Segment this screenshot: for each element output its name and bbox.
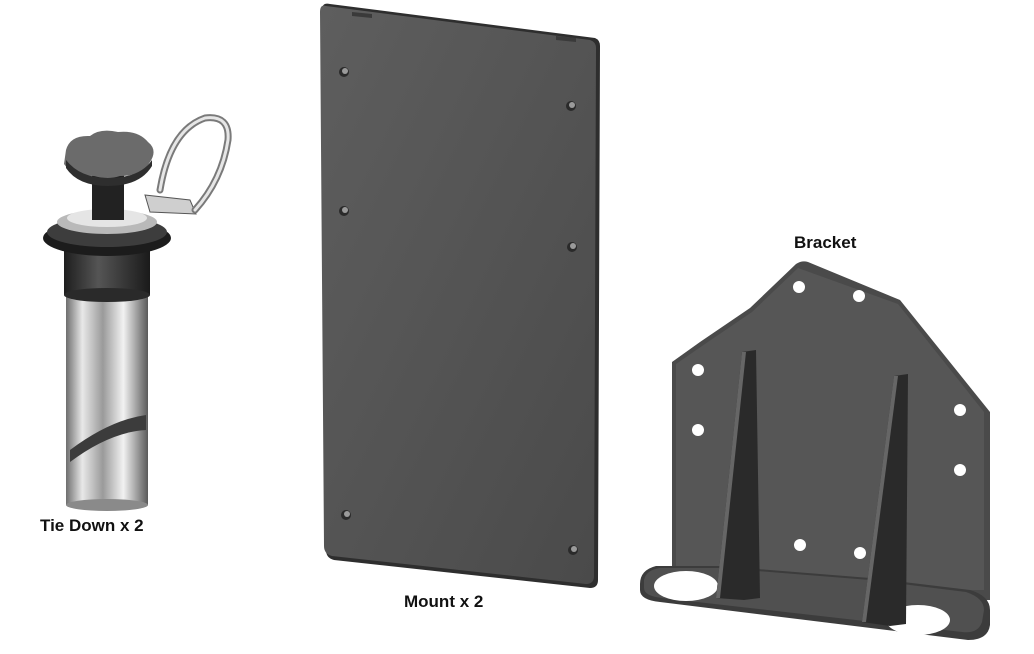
mount-label: Mount x 2 — [404, 592, 484, 611]
tie-down-pin-icon — [43, 114, 232, 511]
mount-plate-icon — [320, 3, 600, 589]
bracket-icon — [640, 261, 990, 640]
bracket-label: Bracket — [794, 233, 857, 252]
tie-down-label: Tie Down x 2 — [40, 516, 144, 535]
